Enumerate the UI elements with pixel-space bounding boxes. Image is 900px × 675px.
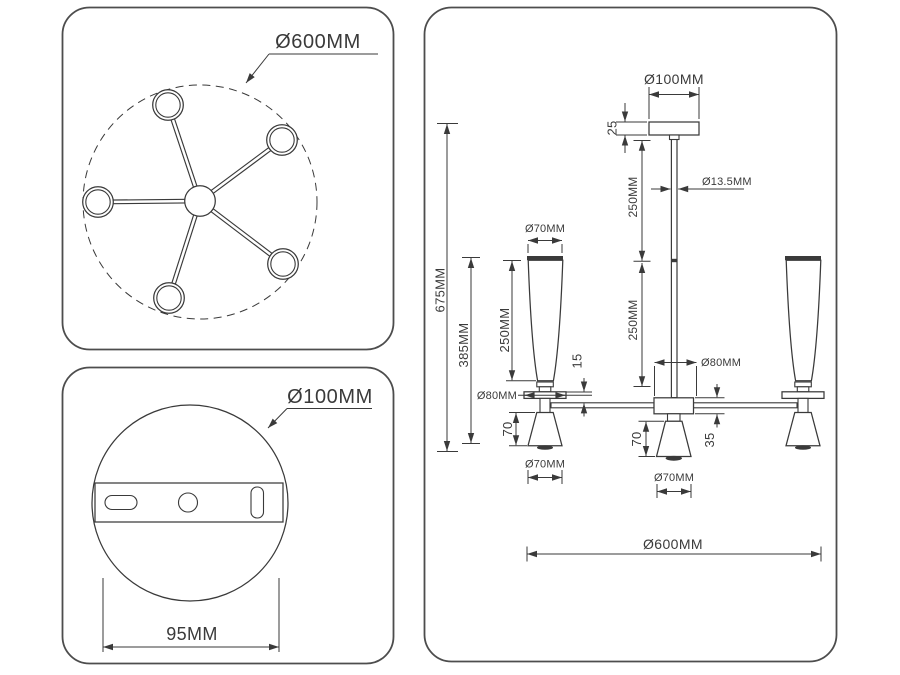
left-glass-rim [527, 256, 563, 261]
mount-slot-right [250, 486, 265, 519]
dim-rod-diameter: Ø13.5MM [651, 176, 752, 193]
arm-left [550, 402, 655, 409]
dim-canopy-thickness: 25 [605, 103, 647, 153]
dim-overall-diameter: Ø600MM [526, 536, 822, 562]
center-hub-neck [666, 413, 681, 422]
dim-side-cone-diameter: Ø70MM [525, 459, 565, 484]
right-glass-rim [785, 256, 821, 261]
dim-arm-offset: 15 [566, 353, 592, 417]
center-cone-shade [655, 420, 692, 458]
hub-height-label: 35 [702, 432, 717, 447]
hub-diameter-label: Ø80MM [701, 357, 741, 369]
top-view-lamp-rings [82, 89, 299, 314]
left-cone-cap [537, 445, 553, 450]
left-lamp-neck [539, 397, 551, 414]
side-view-panel: Ø100MM 25 250MM Ø13.5MM [423, 6, 838, 663]
top-view-diameter-label: Ø600MM [275, 31, 361, 53]
right-socket-ring-1 [794, 381, 812, 388]
center-hub [653, 397, 695, 415]
body-height-label: 385MM [456, 323, 471, 368]
center-cone-cap [665, 455, 682, 461]
side-view-dimensions: Ø100MM 25 250MM Ø13.5MM [433, 71, 822, 562]
dim-center-cone-height: 70 [629, 420, 664, 457]
left-socket-ring-2 [538, 386, 552, 393]
side-cone-diameter-label: Ø70MM [525, 459, 565, 471]
right-lamp [781, 256, 825, 450]
dim-rod-upper: 250MM [626, 140, 651, 262]
canopy-thickness-label: 25 [605, 120, 620, 135]
dim-hub-diameter: Ø80MM [654, 357, 741, 396]
mount-slot-spacing-dim: 95MM [102, 578, 280, 652]
holder-diameter-label: Ø80MM [477, 390, 517, 402]
ceiling-canopy [648, 121, 700, 136]
right-cone-cap [795, 445, 811, 450]
rod-diameter-label: Ø13.5MM [702, 176, 752, 188]
left-cone-shade [527, 411, 563, 447]
top-view-arms [97, 104, 285, 299]
mount-slot-left [104, 494, 138, 511]
mount-view-panel: Ø100MM 95MM [61, 366, 395, 665]
right-glass-shade [785, 259, 822, 382]
right-cone-shade [785, 411, 821, 447]
dim-shade-height: 250MM [497, 260, 536, 382]
total-height-label: 675MM [433, 268, 448, 313]
dim-body-height: 385MM [456, 257, 480, 444]
center-cone-height-label: 70 [629, 431, 644, 446]
canopy-neck [668, 134, 680, 141]
top-view-diameter-callout: Ø600MM [245, 31, 378, 84]
canopy-diameter-label: Ø100MM [644, 71, 704, 87]
shade-height-label: 250MM [497, 308, 512, 353]
side-cone-height-label: 70 [500, 421, 515, 436]
shade-diameter-label: Ø70MM [525, 223, 565, 235]
left-socket-ring-1 [536, 381, 554, 388]
arm-offset-label: 15 [570, 353, 585, 368]
side-view-border [423, 6, 838, 663]
dim-side-cone-height: 70 [500, 412, 535, 447]
dim-center-cone-diameter: Ø70MM [654, 472, 694, 498]
mount-diameter-label: Ø100MM [287, 386, 373, 408]
dim-rod-lower: 250MM [626, 263, 651, 387]
rod-upper-label: 250MM [626, 176, 640, 217]
top-view-panel: Ø600MM [61, 6, 395, 351]
left-glass-shade [527, 259, 564, 382]
dim-total-height: 675MM [433, 123, 458, 452]
rod-joint [671, 258, 678, 263]
right-lamp-neck [797, 397, 809, 414]
right-holder-plate [781, 391, 825, 400]
center-cone-diameter-label: Ø70MM [654, 472, 694, 484]
right-socket-ring-2 [796, 386, 810, 393]
dim-canopy-diameter: Ø100MM [644, 71, 704, 119]
mount-center-hole [177, 492, 199, 513]
overall-diameter-label: Ø600MM [643, 536, 703, 552]
mount-slot-spacing-label: 95MM [166, 624, 218, 644]
mount-diameter-callout: Ø100MM [267, 386, 373, 429]
rod-lower-label: 250MM [626, 299, 640, 340]
dim-hub-height: 35 [695, 384, 725, 448]
dim-shade-diameter: Ø70MM [525, 223, 565, 253]
top-view-center-hub [184, 185, 216, 217]
dim-holder-diameter: Ø80MM [477, 390, 592, 402]
arm-right [692, 402, 798, 409]
